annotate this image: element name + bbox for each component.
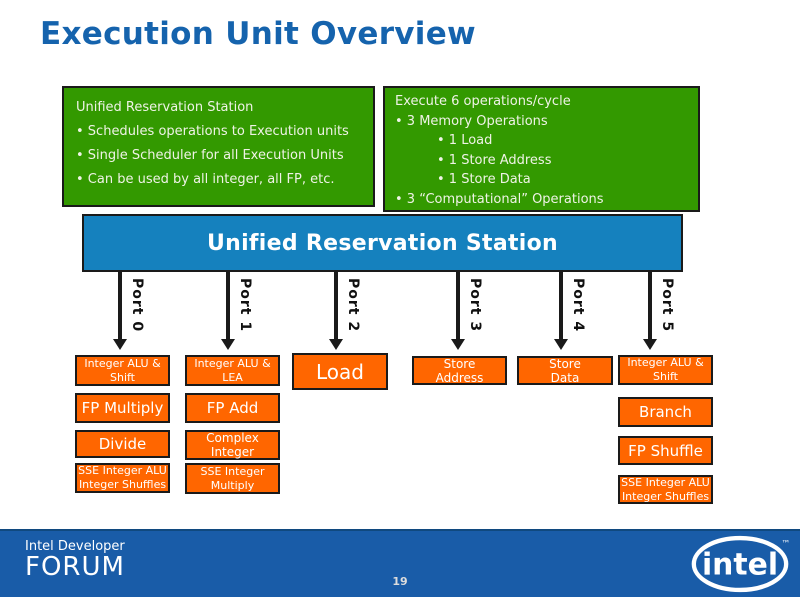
unit-box-branch: Branch	[618, 397, 713, 427]
unified-reservation-station-note: Unified Reservation Station • Schedules …	[62, 86, 375, 207]
port-3-label: Port 3	[467, 278, 483, 333]
note-sub-bullet: • 1 Load	[437, 133, 493, 148]
arrow-down-icon	[559, 272, 563, 340]
note-bullet: • Schedules operations to Execution unit…	[76, 124, 349, 139]
unit-box-integer-alu-shift-p5: Integer ALU &Shift	[618, 355, 713, 385]
port-5-label: Port 5	[659, 278, 675, 333]
arrow-head-icon	[221, 339, 235, 350]
arrow-down-icon	[456, 272, 460, 340]
note-bullet: • Single Scheduler for all Execution Uni…	[76, 148, 344, 163]
unit-box-divide: Divide	[75, 430, 170, 458]
note-sub-bullet: • 1 Store Address	[437, 152, 552, 168]
unit-box-fp-shuffle: FP Shuffle	[618, 436, 713, 465]
note-bullet: • 3 Memory Operations	[395, 113, 548, 129]
note-sub-bullet: • 1 Store Data	[437, 172, 531, 187]
port-1-label: Port 1	[237, 278, 253, 333]
execute-operations-note: Execute 6 operations/cycle • 3 Memory Op…	[383, 86, 700, 212]
unified-reservation-station-bar: Unified Reservation Station	[82, 214, 683, 272]
intel-developer-forum-logo: Intel Developer FORUM	[25, 539, 125, 581]
note-bullet: • Can be used by all integer, all FP, et…	[76, 172, 335, 187]
unit-box-fp-add: FP Add	[185, 393, 280, 423]
arrow-down-icon	[334, 272, 338, 340]
port-4-label: Port 4	[570, 278, 586, 333]
trademark-symbol: ™	[781, 540, 790, 550]
arrow-head-icon	[554, 339, 568, 350]
intel-logo: intel ™	[691, 535, 790, 593]
intel-logo-text: intel	[702, 548, 778, 583]
footer-bar: Intel Developer FORUM 19 intel ™	[0, 529, 800, 597]
page-title: Execution Unit Overview	[40, 16, 476, 52]
arrow-down-icon	[226, 272, 230, 340]
port-0-label: Port 0	[129, 278, 145, 333]
arrow-head-icon	[329, 339, 343, 350]
page-number: 19	[392, 575, 408, 588]
arrow-head-icon	[643, 339, 657, 350]
unit-box-integer-alu-shift-p0: Integer ALU &Shift	[75, 355, 170, 386]
unit-box-fp-multiply: FP Multiply	[75, 393, 170, 423]
port-2-label: Port 2	[345, 278, 361, 333]
arrow-head-icon	[451, 339, 465, 350]
brand-line-bottom: FORUM	[25, 552, 125, 582]
station-label: Unified Reservation Station	[206, 230, 559, 256]
brand-line-top: Intel Developer	[25, 539, 125, 554]
arrow-down-icon	[648, 272, 652, 340]
note-bullet: • 3 “Computational” Operations	[395, 191, 604, 207]
arrow-head-icon	[113, 339, 127, 350]
note-heading: Execute 6 operations/cycle	[395, 94, 571, 109]
unit-box-load: Load	[292, 353, 388, 390]
arrow-down-icon	[118, 272, 122, 340]
unit-box-integer-alu-lea: Integer ALU &LEA	[185, 355, 280, 386]
note-heading: Unified Reservation Station	[76, 100, 254, 115]
